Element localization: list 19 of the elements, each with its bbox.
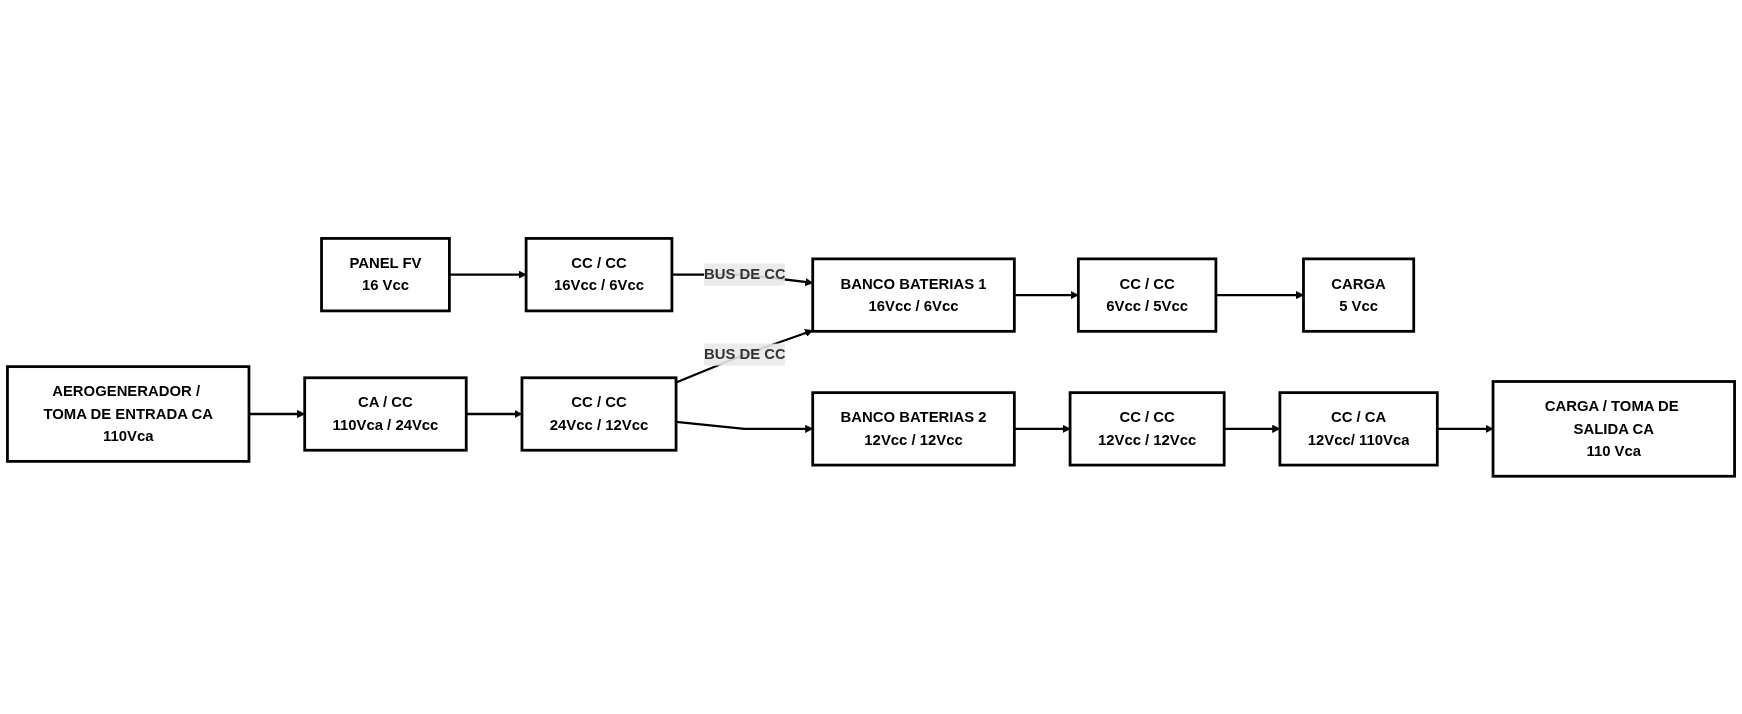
- node-box: AEROGENERADOR / TOMA DE ENTRADA CA 110Vca: [6, 364, 251, 463]
- arrow: [1014, 424, 1071, 433]
- node-box: CC / CC 6Vcc / 5Vcc: [1076, 257, 1218, 333]
- node-box: CA / CC 110Vca / 24Vcc: [303, 376, 468, 452]
- node-box: CC / CC 24Vcc / 12Vcc: [520, 376, 678, 452]
- edge-label: BUS DE CC: [703, 265, 786, 282]
- node-box: CC / CC 12Vcc / 12Vcc: [1068, 390, 1226, 467]
- arrow: [1215, 290, 1304, 299]
- node-box: BANCO BATERIAS 1 16Vcc / 6Vcc: [811, 257, 1016, 333]
- node-box: CC / CA 12Vcc/ 110Vca: [1278, 390, 1439, 467]
- edge-label: BUS DE CC: [703, 345, 786, 362]
- node-box: CARGA / TOMA DE SALIDA CA 110 Vca: [1491, 379, 1736, 478]
- node-box: CC / CC 16Vcc / 6Vcc: [524, 236, 674, 312]
- node-box: CARGA 5 Vcc: [1302, 257, 1416, 333]
- arrow: [449, 270, 527, 279]
- arrow: [1014, 290, 1079, 299]
- arrow: [1437, 424, 1494, 433]
- node-box: BANCO BATERIAS 2 12Vcc / 12Vcc: [811, 390, 1016, 467]
- node-box: PANEL FV 16 Vcc: [320, 236, 451, 312]
